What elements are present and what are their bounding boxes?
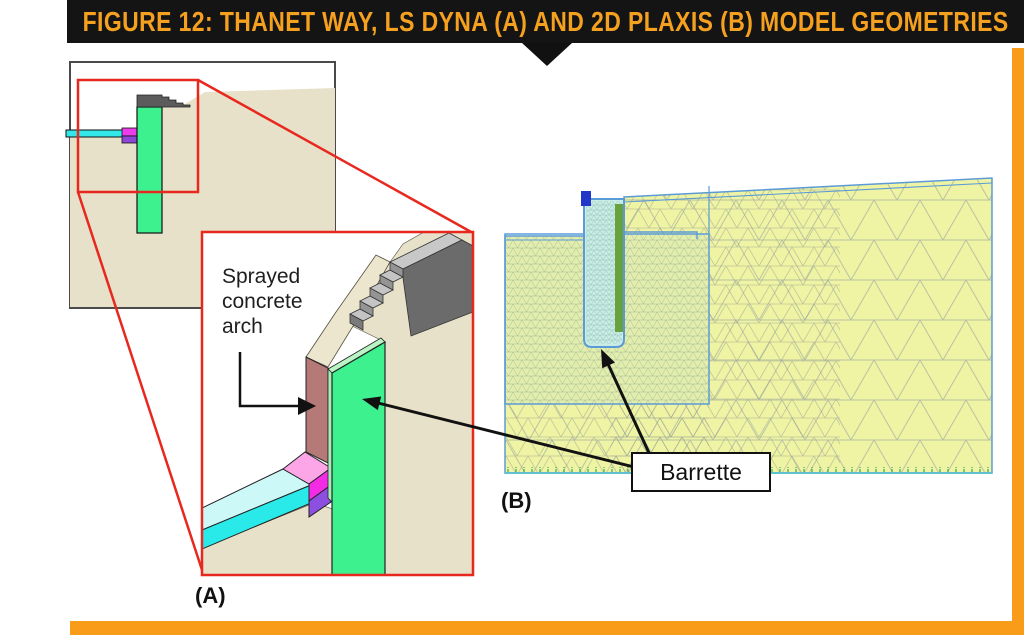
zoom-region-box [76,78,200,194]
barrette-arrowhead-mesh [601,349,615,369]
magenta-element-small [121,127,138,137]
arch-annotation-line2: concrete [222,290,303,313]
arch-annotation-line1: Sprayed [222,265,301,288]
panel-b-label: (B) [501,488,532,513]
arch-arrowhead [298,397,316,415]
purple-element-small [121,135,138,144]
barrette-annotation-label: Barrette [660,458,742,485]
barrette-small [136,106,163,234]
frame-bar-bottom [70,621,1024,635]
header-pointer-triangle [522,43,572,66]
frame-bar-right [1012,48,1024,635]
plaxis-mesh-model [504,177,993,474]
barrette-annotation-box: Barrette [631,452,771,492]
zoom-connector-top [197,78,474,235]
inset-border [200,230,475,577]
mesh-barrette-wall-strip [615,204,623,332]
zoom-connector-bottom [76,191,205,574]
figure-header: FIGURE 12: THANET WAY, LS DYNA (A) AND 2… [67,0,1024,43]
stair-side-wall [402,239,473,337]
barrette-arrows [362,349,652,470]
mesh-barrette-cap [581,191,591,206]
excavation-step-line [590,231,698,239]
purple-face [308,484,332,518]
barrette-arrowhead-inset [362,396,382,411]
arch-arrow [238,352,316,415]
capping-stairs-small [136,94,191,108]
staircase [349,232,473,337]
figure-title: FIGURE 12: THANET WAY, LS DYNA (A) AND 2… [82,5,1009,37]
arch-annotation: Sprayed concrete arch [222,264,303,339]
panel-a-label: (A) [195,583,226,608]
barrette-panel [331,340,386,575]
lsdyna-small-model [65,61,336,309]
red-callout [76,78,474,574]
lsdyna-detail-inset [200,230,475,577]
sprayed-concrete-arch-panel [305,356,329,464]
arch-annotation-line3: arch [222,315,263,338]
mesh-barrette [581,191,625,348]
